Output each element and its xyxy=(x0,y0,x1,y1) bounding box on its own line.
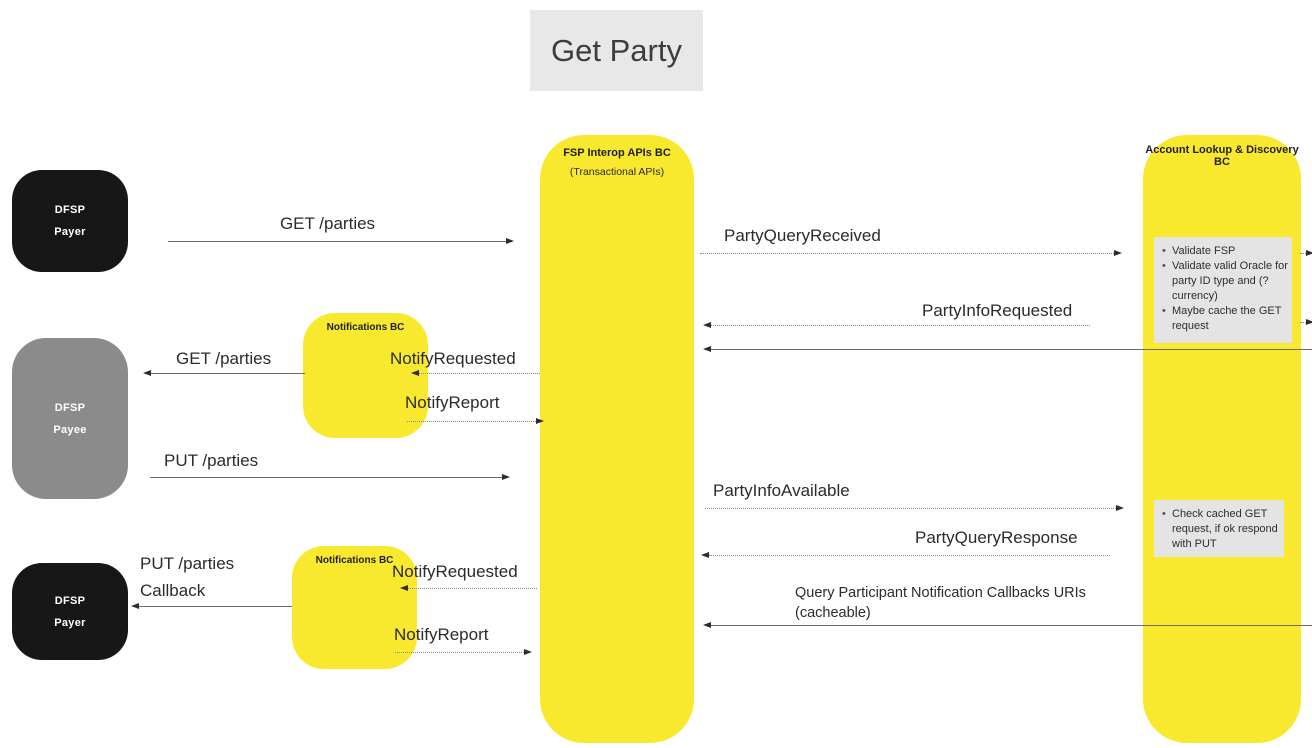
arrow-party-info-requested xyxy=(703,322,1090,328)
arrow-return-to-interop xyxy=(703,346,1312,352)
label-put-parties: PUT /parties xyxy=(164,451,259,470)
arrow-party-query-received xyxy=(700,250,1122,256)
label-party-info-available: PartyInfoAvailable xyxy=(713,481,850,500)
label-notify-requested-1: NotifyRequested xyxy=(390,349,516,368)
label-party-query-response: PartyQueryResponse xyxy=(915,528,1078,547)
actor-label: Payee xyxy=(53,423,87,436)
note-item: Validate FSP xyxy=(1162,244,1288,259)
arrow-get-parties-to-payee xyxy=(143,370,305,376)
label-query-callbacks-line2: (cacheable) xyxy=(795,605,871,621)
arrow-party-info-available xyxy=(705,505,1124,511)
notifications-bc-1-label: Notifications BC xyxy=(326,322,405,333)
arrow-get-parties-request xyxy=(168,238,514,244)
label-party-info-requested: PartyInfoRequested xyxy=(922,301,1073,320)
label-put-parties-callback: PUT /parties Callback xyxy=(140,550,234,604)
note-item: Check cached GET request, if ok respond … xyxy=(1162,507,1280,552)
notifications-bc-box-1: Notifications BC xyxy=(303,313,428,438)
label-put-parties-callback-line2: Callback xyxy=(140,581,206,600)
lifeline-account-lookup-label-line2: BC xyxy=(1214,156,1230,168)
arrow-fragment-to-oracle-1 xyxy=(1300,250,1312,256)
note-item: Maybe cache the GET request xyxy=(1162,304,1288,334)
notifications-bc-box-2: Notifications BC xyxy=(292,546,417,669)
actor-label: Payer xyxy=(54,616,86,629)
diagram-title: Get Party xyxy=(530,10,703,91)
notifications-bc-2-label: Notifications BC xyxy=(315,555,394,566)
arrow-notify-requested-1 xyxy=(411,370,540,376)
actor-label: Payer xyxy=(54,226,86,238)
arrow-put-parties-callback xyxy=(131,603,292,609)
note-item: Validate valid Oracle for party ID type … xyxy=(1162,259,1288,304)
label-query-callbacks-line1: Query Participant Notification Callbacks… xyxy=(795,585,1086,601)
label-put-parties-callback-line1: PUT /parties xyxy=(140,554,235,573)
label-notify-report-1: NotifyReport xyxy=(405,393,500,412)
arrow-put-parties xyxy=(150,474,510,480)
label-notify-report-2: NotifyReport xyxy=(394,625,489,644)
actor-dfsp-payee: DFSP Payee xyxy=(12,338,128,499)
lifeline-account-lookup-label-line1: Account Lookup & Discovery xyxy=(1145,144,1299,156)
arrow-notify-report-1 xyxy=(407,418,544,424)
label-party-query-received: PartyQueryReceived xyxy=(724,226,881,245)
note-validate-fsp: Validate FSP Validate valid Oracle for p… xyxy=(1154,237,1292,343)
arrow-notify-report-2 xyxy=(395,649,532,655)
arrow-query-callbacks xyxy=(703,622,1312,628)
label-get-parties-request: GET /parties xyxy=(279,214,376,233)
lifeline-fsp-interop-label: FSP Interop APIs BC xyxy=(563,147,671,159)
note-check-cached-get: Check cached GET request, if ok respond … xyxy=(1154,500,1284,557)
actor-label: DFSP xyxy=(54,204,86,216)
actor-label: DFSP xyxy=(54,401,86,414)
arrow-party-query-response xyxy=(701,552,1110,558)
lifeline-fsp-interop xyxy=(540,135,694,743)
arrow-fragment-to-oracle-2 xyxy=(1300,319,1312,325)
actor-dfsp-payer-bottom: DFSP Payer xyxy=(12,563,128,660)
label-query-callbacks: Query Participant Notification Callbacks… xyxy=(795,583,1086,623)
arrow-notify-requested-2 xyxy=(400,585,537,591)
actor-label: DFSP xyxy=(54,594,86,607)
lifeline-account-lookup xyxy=(1143,135,1301,743)
label-get-parties-to-payee: GET /parties xyxy=(176,349,272,368)
lifeline-fsp-interop-sublabel: (Transactional APIs) xyxy=(569,166,665,178)
actor-dfsp-payer-top: DFSP Payer xyxy=(12,170,128,272)
label-notify-requested-2: NotifyRequested xyxy=(392,562,518,581)
